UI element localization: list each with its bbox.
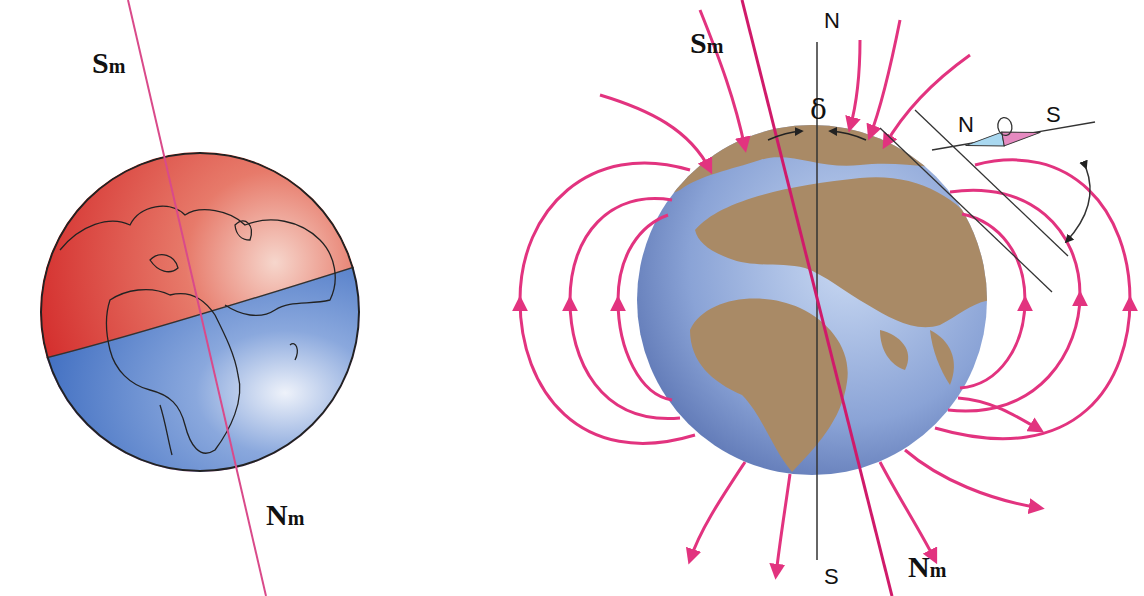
needle-label: N (958, 114, 974, 136)
magnetic-axis (128, 0, 266, 596)
compass-needle (880, 110, 1095, 292)
axis-label: S (824, 566, 839, 588)
left-globe (30, 140, 370, 500)
pole-label: Nm (908, 552, 946, 582)
pole-label: Nm (266, 500, 304, 530)
pole-label: Sm (690, 28, 723, 58)
field-lines (520, 10, 1130, 575)
right-globe (630, 125, 1000, 475)
axis-label: N (824, 10, 840, 32)
angle-label: δ (810, 96, 827, 124)
pole-label: Sm (92, 48, 125, 78)
magnetic-axis (742, 0, 892, 596)
angle-arc (768, 131, 802, 140)
angle-arc (830, 131, 866, 140)
needle-label: S (1046, 104, 1061, 126)
